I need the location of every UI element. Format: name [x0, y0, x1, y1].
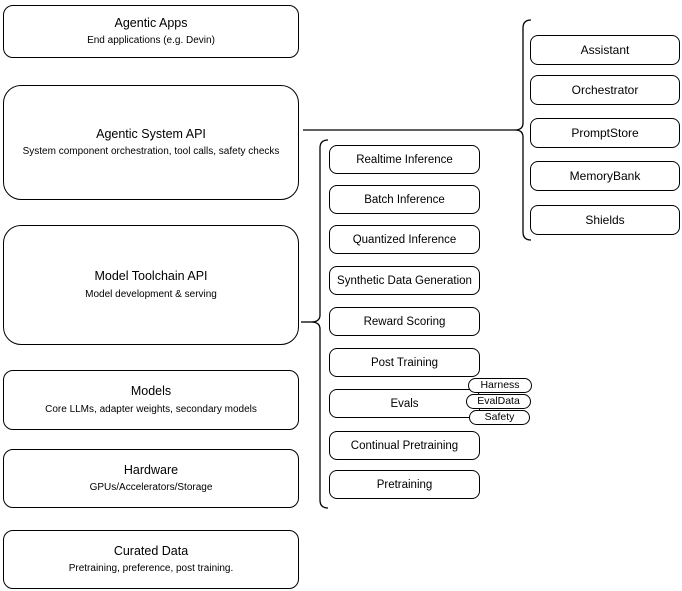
service-label: Quantized Inference — [352, 233, 457, 246]
service-label: Pretraining — [376, 478, 433, 491]
box-model-toolchain-api: Model Toolchain API Model development & … — [3, 225, 299, 345]
service-box-reward-scoring: Reward Scoring — [329, 307, 480, 336]
service-box-continual-pretraining: Continual Pretraining — [329, 431, 480, 460]
box-subtitle: Model development & serving — [85, 288, 217, 300]
box-subtitle: End applications (e.g. Devin) — [87, 35, 215, 47]
box-subtitle: GPUs/Accelerators/Storage — [89, 482, 213, 494]
tag-label: Safety — [484, 411, 515, 424]
brace-toolchain-services — [310, 139, 329, 509]
service-box-post-training: Post Training — [329, 348, 480, 377]
service-box-batch-inference: Batch Inference — [329, 185, 480, 214]
component-box-promptstore: PromptStore — [530, 118, 680, 148]
brace-system-components — [514, 19, 532, 241]
tag-label: EvalData — [477, 395, 520, 408]
box-title: Models — [130, 384, 172, 399]
component-label: Shields — [585, 213, 625, 227]
component-label: Orchestrator — [571, 83, 639, 97]
box-title: Hardware — [123, 462, 179, 477]
service-label: Reward Scoring — [363, 315, 446, 328]
component-box-orchestrator: Orchestrator — [530, 75, 680, 105]
component-label: PromptStore — [571, 126, 639, 140]
box-title: Curated Data — [113, 543, 189, 558]
tag-harness: Harness — [468, 378, 532, 393]
component-label: MemoryBank — [569, 169, 641, 183]
box-title: Agentic System API — [96, 126, 206, 141]
service-box-synthetic-data-generation: Synthetic Data Generation — [329, 266, 480, 295]
service-box-pretraining: Pretraining — [329, 470, 480, 499]
box-subtitle: System component orchestration, tool cal… — [22, 146, 280, 158]
box-agentic-apps: Agentic Apps End applications (e.g. Devi… — [3, 5, 299, 58]
box-title: Agentic Apps — [114, 15, 188, 30]
component-box-assistant: Assistant — [530, 35, 680, 65]
box-models: Models Core LLMs, adapter weights, secon… — [3, 370, 299, 430]
tag-evaldata: EvalData — [466, 394, 531, 409]
box-curated-data: Curated Data Pretraining, preference, po… — [3, 530, 299, 589]
tag-safety: Safety — [469, 410, 530, 425]
service-label: Batch Inference — [364, 193, 445, 206]
service-label: Evals — [390, 397, 419, 410]
service-box-quantized-inference: Quantized Inference — [329, 225, 480, 254]
tag-label: Harness — [480, 379, 520, 392]
component-label: Assistant — [580, 43, 630, 57]
service-box-realtime-inference: Realtime Inference — [329, 145, 480, 174]
service-label: Synthetic Data Generation — [337, 274, 472, 287]
component-box-memorybank: MemoryBank — [530, 161, 680, 191]
box-hardware: Hardware GPUs/Accelerators/Storage — [3, 449, 299, 508]
box-subtitle: Pretraining, preference, post training. — [68, 563, 234, 575]
component-box-shields: Shields — [530, 205, 680, 235]
service-box-evals: Evals — [329, 389, 480, 418]
box-agentic-system-api: Agentic System API System component orch… — [3, 85, 299, 200]
box-title: Model Toolchain API — [94, 269, 208, 284]
service-label: Realtime Inference — [356, 153, 453, 166]
service-label: Post Training — [370, 356, 439, 369]
service-label: Continual Pretraining — [350, 439, 459, 452]
box-subtitle: Core LLMs, adapter weights, secondary mo… — [45, 403, 257, 415]
